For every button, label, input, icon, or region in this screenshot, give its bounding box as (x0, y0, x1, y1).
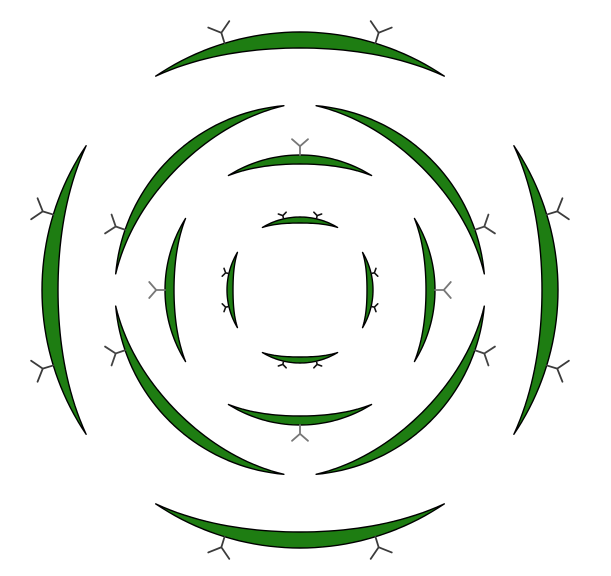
second-ring-crescent-top-right-branch-mark-1 (474, 213, 496, 235)
crescent-layer (41, 31, 559, 549)
outermost-ring-crescent-left-branch-mark-2 (30, 197, 55, 221)
innermost-ring-crescent-bottom-branch-mark-2 (277, 360, 287, 369)
third-ring-crescent-right (413, 217, 436, 363)
innermost-ring-crescent-top-branch-mark-2 (313, 211, 323, 220)
innermost-ring-crescent-left (226, 251, 239, 329)
innermost-ring-crescent-top-branch-mark-1 (277, 211, 287, 220)
innermost-ring-crescent-top (261, 216, 339, 229)
innermost-ring-crescent-right (361, 251, 374, 329)
third-ring-crescent-left-branch-mark-1 (148, 281, 166, 299)
third-ring-crescent-right-branch-mark-1 (434, 281, 452, 299)
third-ring-crescent-top-branch-mark-1 (291, 138, 309, 156)
outermost-ring-crescent-bottom (155, 503, 445, 549)
outermost-ring-crescent-top-branch-mark-1 (207, 20, 231, 45)
third-ring-crescent-bottom-branch-mark-1 (291, 424, 309, 442)
third-ring-crescent-left (164, 217, 187, 363)
branch-mark-layer (30, 20, 570, 560)
outermost-ring-crescent-top-branch-mark-2 (369, 20, 393, 45)
outermost-ring-crescent-bottom-branch-mark-2 (207, 535, 231, 560)
outermost-ring-crescent-left-branch-mark-1 (30, 359, 55, 383)
third-ring-crescent-bottom (227, 403, 373, 426)
second-ring-crescent-bottom-left (115, 305, 285, 475)
innermost-ring-crescent-left-branch-mark-1 (221, 303, 230, 313)
second-ring-crescent-bottom-right-branch-mark-1 (474, 345, 496, 367)
second-ring-crescent-bottom-right (315, 305, 485, 475)
outermost-ring-crescent-left (41, 145, 87, 435)
second-ring-crescent-bottom-left-branch-mark-1 (104, 345, 126, 367)
outermost-ring-crescent-right-branch-mark-2 (545, 359, 570, 383)
outermost-ring-crescent-bottom-branch-mark-1 (369, 535, 393, 560)
second-ring-crescent-top-left (115, 105, 285, 275)
innermost-ring-crescent-left-branch-mark-2 (221, 267, 230, 277)
outermost-ring-crescent-right (513, 145, 559, 435)
innermost-ring-crescent-right-branch-mark-1 (370, 267, 379, 277)
innermost-ring-crescent-right-branch-mark-2 (370, 303, 379, 313)
innermost-ring-crescent-bottom (261, 351, 339, 364)
third-ring-crescent-top (227, 154, 373, 177)
second-ring-crescent-top-right (315, 105, 485, 275)
outermost-ring-crescent-right-branch-mark-1 (545, 197, 570, 221)
second-ring-crescent-top-left-branch-mark-1 (104, 213, 126, 235)
outermost-ring-crescent-top (155, 31, 445, 77)
innermost-ring-crescent-bottom-branch-mark-1 (313, 360, 323, 369)
